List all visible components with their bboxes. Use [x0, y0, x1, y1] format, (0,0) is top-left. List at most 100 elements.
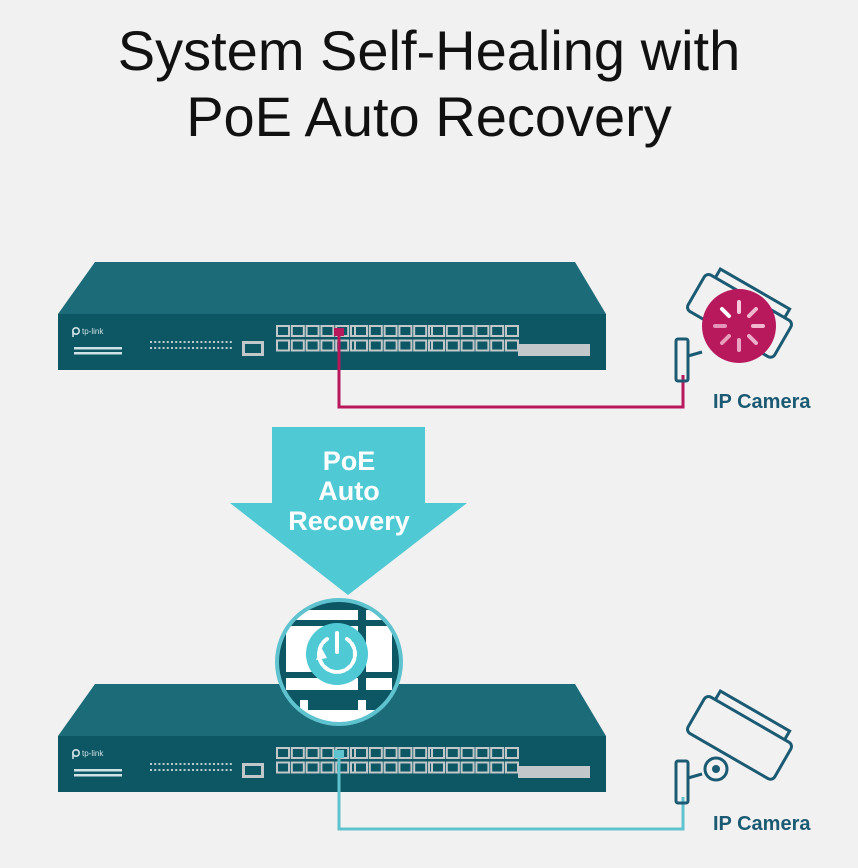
ethernet-port: [445, 761, 460, 774]
ethernet-port: [460, 761, 475, 774]
switch-top: tp-link: [58, 262, 606, 370]
brand-logo-icon: [72, 748, 81, 759]
led-dot: [229, 769, 232, 771]
ethernet-port: [475, 761, 490, 774]
led-dot: [217, 769, 220, 771]
led-dot: [171, 763, 173, 765]
ethernet-port: [368, 339, 383, 352]
led-row: [150, 347, 232, 349]
power-restart-icon: [316, 631, 357, 674]
led-dot: [221, 341, 224, 343]
recovery-arrow: PoE Auto Recovery: [230, 427, 467, 595]
led-dot: [213, 769, 215, 771]
led-dot: [158, 769, 161, 771]
led-dot: [162, 769, 165, 771]
led-dot: [175, 763, 178, 765]
ethernet-port: [383, 325, 398, 337]
recovered-link-cable: [337, 758, 685, 831]
led-row: [150, 763, 232, 765]
led-dot: [162, 347, 165, 349]
failed-link-cable: [337, 336, 685, 409]
led-dot: [154, 341, 157, 343]
recovered-port-indicator: [334, 750, 344, 758]
title-line-1: System Self-Healing with: [117, 19, 741, 82]
camera-mount: [674, 759, 690, 805]
console-port: [242, 341, 264, 356]
led-dot: [187, 341, 190, 343]
brand-logo-icon: [72, 326, 81, 337]
ethernet-port: [398, 325, 413, 337]
led-dot: [208, 763, 211, 765]
led-dot: [171, 341, 173, 343]
led-dot: [213, 341, 215, 343]
led-dot: [179, 769, 182, 771]
led-dot: [171, 347, 173, 349]
led-dot: [192, 763, 194, 765]
led-dot: [166, 769, 169, 771]
console-port: [242, 763, 264, 778]
led-dot: [183, 347, 186, 349]
led-dot: [166, 347, 169, 349]
ethernet-port: [490, 761, 505, 774]
ethernet-port: [505, 339, 519, 352]
ethernet-port: [475, 325, 490, 337]
led-row: [150, 341, 232, 343]
led-dot: [221, 347, 224, 349]
arrow-text-line-1: PoE: [323, 446, 376, 476]
failed-port-indicator: [334, 328, 344, 336]
ethernet-port: [413, 339, 428, 352]
led-dot: [204, 341, 207, 343]
ethernet-port: [305, 761, 320, 774]
ethernet-port: [413, 747, 428, 759]
ethernet-port: [290, 761, 305, 774]
ethernet-port: [320, 761, 335, 774]
ethernet-port: [354, 325, 368, 337]
led-dot: [217, 347, 220, 349]
sfp-slot: [518, 766, 590, 778]
ethernet-port: [460, 747, 475, 759]
ethernet-port: [431, 339, 445, 352]
ip-camera-bottom: IP Camera: [674, 688, 811, 835]
ethernet-port: [445, 747, 460, 759]
led-dot: [154, 769, 157, 771]
arrow-text-line-3: Recovery: [288, 506, 410, 536]
sfp-slot: [518, 344, 590, 356]
led-dot: [158, 347, 161, 349]
ethernet-port: [383, 747, 398, 759]
arrow-shape: [230, 427, 467, 595]
ethernet-port: [354, 761, 368, 774]
led-dot: [192, 769, 194, 771]
led-dot: [204, 769, 207, 771]
ethernet-port: [320, 339, 335, 352]
ethernet-port: [445, 339, 460, 352]
led-dot: [158, 341, 161, 343]
switch-brand: tp-link: [82, 749, 104, 758]
ethernet-port: [305, 339, 320, 352]
led-dot: [154, 763, 157, 765]
led-dot: [192, 347, 194, 349]
ethernet-port: [383, 339, 398, 352]
ethernet-port: [305, 747, 320, 759]
camera-error-circle: [702, 289, 776, 363]
led-dot: [200, 763, 203, 765]
ethernet-port: [335, 761, 350, 774]
page-title: System Self-Healing with PoE Auto Recove…: [0, 18, 858, 150]
camera-lens-icon: [703, 756, 729, 782]
ethernet-port: [431, 747, 445, 759]
led-dot: [150, 341, 152, 343]
ethernet-port: [368, 747, 383, 759]
led-dot: [204, 763, 207, 765]
led-dot: [175, 769, 178, 771]
ethernet-port: [335, 339, 350, 352]
camera-arm: [687, 772, 703, 780]
ethernet-port: [490, 325, 505, 337]
ethernet-port: [490, 339, 505, 352]
led-dot: [208, 347, 211, 349]
led-dot: [213, 347, 215, 349]
switch-vent-line: [74, 352, 122, 355]
switch-vent-line: [74, 347, 122, 350]
ethernet-port: [431, 761, 445, 774]
camera-top-label: IP Camera: [713, 391, 811, 413]
led-dot: [154, 347, 157, 349]
